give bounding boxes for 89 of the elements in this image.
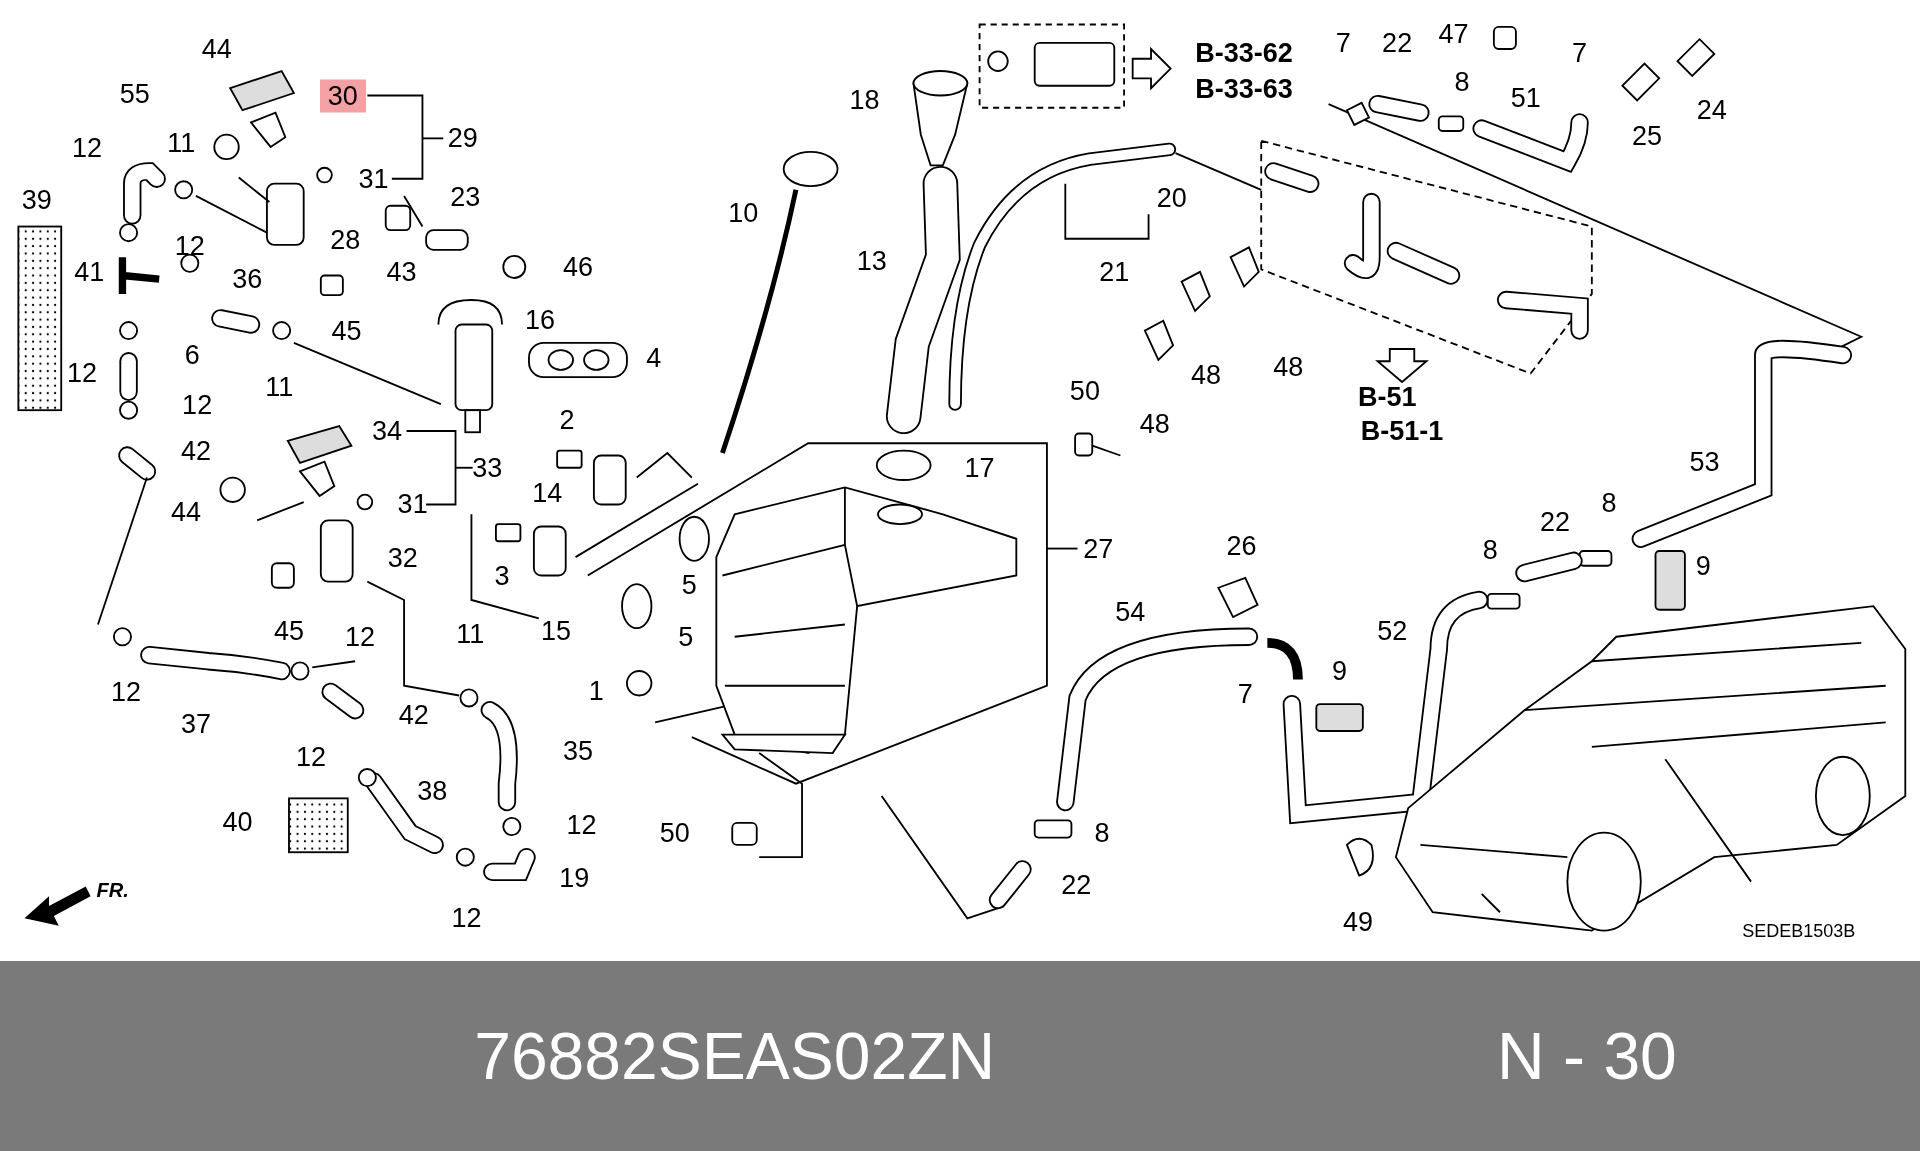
callout-number: 25 bbox=[1631, 122, 1662, 150]
callout-number: 5 bbox=[681, 571, 697, 599]
highlighted-callout-number: 30 bbox=[319, 79, 366, 112]
callout-number: 15 bbox=[540, 617, 571, 645]
callout-number: 48 bbox=[1191, 361, 1222, 389]
front-direction-label: FR. bbox=[96, 880, 129, 901]
callout-number: 18 bbox=[849, 86, 880, 114]
reference-code: B-33-63 bbox=[1195, 75, 1293, 103]
callout-number: 9 bbox=[1695, 552, 1711, 580]
callout-number: 22 bbox=[1061, 871, 1092, 899]
callout-number: 8 bbox=[1094, 819, 1110, 847]
callout-number: 28 bbox=[330, 226, 361, 254]
callout-number: 45 bbox=[331, 317, 362, 345]
callout-number: 19 bbox=[559, 864, 590, 892]
callout-number: 47 bbox=[1438, 20, 1469, 48]
callout-number: 12 bbox=[182, 391, 213, 419]
callout-number: 26 bbox=[1226, 532, 1257, 560]
callout-number: 44 bbox=[201, 35, 232, 63]
callout-number: 2 bbox=[559, 406, 575, 434]
callout-number: 22 bbox=[1540, 508, 1571, 536]
callout-number: 42 bbox=[180, 437, 211, 465]
callout-number: 29 bbox=[447, 124, 478, 152]
callout-number: 8 bbox=[1482, 536, 1498, 564]
callout-number: 12 bbox=[451, 904, 482, 932]
callout-number: 52 bbox=[1377, 617, 1408, 645]
callout-number: 46 bbox=[562, 253, 593, 281]
callout-number: 7 bbox=[1572, 39, 1588, 67]
callout-number: 49 bbox=[1342, 908, 1373, 936]
callout-number: 55 bbox=[119, 80, 150, 108]
diagram-code: SEDEB1503B bbox=[1742, 921, 1856, 940]
callout-number: 14 bbox=[532, 479, 563, 507]
callout-number: 6 bbox=[184, 341, 200, 369]
part-number-text: N - 30 bbox=[1497, 1022, 1677, 1089]
callout-number: 12 bbox=[67, 359, 98, 387]
callout-number: 35 bbox=[562, 737, 593, 765]
callout-number: 17 bbox=[964, 454, 995, 482]
callout-number: 20 bbox=[1156, 184, 1187, 212]
callout-number: 8 bbox=[1454, 68, 1470, 96]
reference-code: B-51-1 bbox=[1360, 417, 1444, 445]
callout-number: 51 bbox=[1510, 84, 1541, 112]
callout-number: 33 bbox=[472, 454, 503, 482]
callout-number: 21 bbox=[1099, 258, 1130, 286]
callout-number: 12 bbox=[566, 811, 597, 839]
callout-number: 38 bbox=[417, 777, 448, 805]
callout-number: 43 bbox=[386, 258, 417, 286]
callout-number: 36 bbox=[232, 265, 263, 293]
callout-number: 11 bbox=[456, 620, 485, 648]
callout-number: 1 bbox=[588, 677, 604, 705]
callout-number: 16 bbox=[525, 306, 555, 334]
callout-number: 12 bbox=[345, 623, 375, 651]
callout-number: 8 bbox=[1601, 489, 1617, 517]
callout-number: 3 bbox=[494, 562, 510, 589]
callout-number: 12 bbox=[111, 678, 142, 706]
callout-number: 24 bbox=[1696, 96, 1727, 124]
callout-number: 39 bbox=[21, 186, 52, 214]
callout-number: 48 bbox=[1139, 410, 1170, 438]
callout-number: 7 bbox=[1335, 29, 1351, 57]
callout-number: 4 bbox=[646, 344, 662, 372]
callout-number: 12 bbox=[174, 232, 205, 260]
callout-number: 45 bbox=[273, 617, 304, 645]
callout-number: 23 bbox=[450, 183, 481, 211]
callout-number: 11 bbox=[167, 129, 196, 157]
callout-number: 50 bbox=[659, 819, 690, 847]
callout-number: 34 bbox=[371, 417, 402, 445]
callout-number: 12 bbox=[296, 743, 327, 771]
callout-number: 9 bbox=[1332, 657, 1348, 685]
callout-number: 50 bbox=[1069, 377, 1100, 405]
callout-number: 40 bbox=[222, 808, 253, 836]
callout-number: 27 bbox=[1083, 535, 1114, 563]
callout-number: 31 bbox=[397, 491, 428, 518]
reference-code: B-51 bbox=[1358, 383, 1417, 411]
callout-number: 53 bbox=[1689, 448, 1720, 476]
callout-number: 13 bbox=[856, 247, 887, 275]
callout-number: 10 bbox=[728, 199, 759, 227]
callout-number: 42 bbox=[398, 701, 429, 729]
callout-number: 44 bbox=[171, 498, 202, 526]
callout-number: 32 bbox=[387, 544, 418, 572]
callout-number: 31 bbox=[358, 165, 389, 193]
callout-number: 12 bbox=[71, 134, 102, 162]
callout-number: 5 bbox=[678, 623, 694, 651]
callout-number: 7 bbox=[1237, 680, 1253, 708]
callout-number: 37 bbox=[180, 710, 211, 738]
callout-number: 54 bbox=[1115, 598, 1146, 626]
callout-number: 22 bbox=[1382, 29, 1413, 57]
callout-number: 11 bbox=[265, 373, 294, 401]
callout-number: 48 bbox=[1273, 353, 1304, 381]
part-number-text: 76882SEAS02ZN bbox=[474, 1022, 996, 1089]
callout-number: 41 bbox=[74, 258, 105, 286]
reference-code: B-33-62 bbox=[1195, 39, 1293, 67]
